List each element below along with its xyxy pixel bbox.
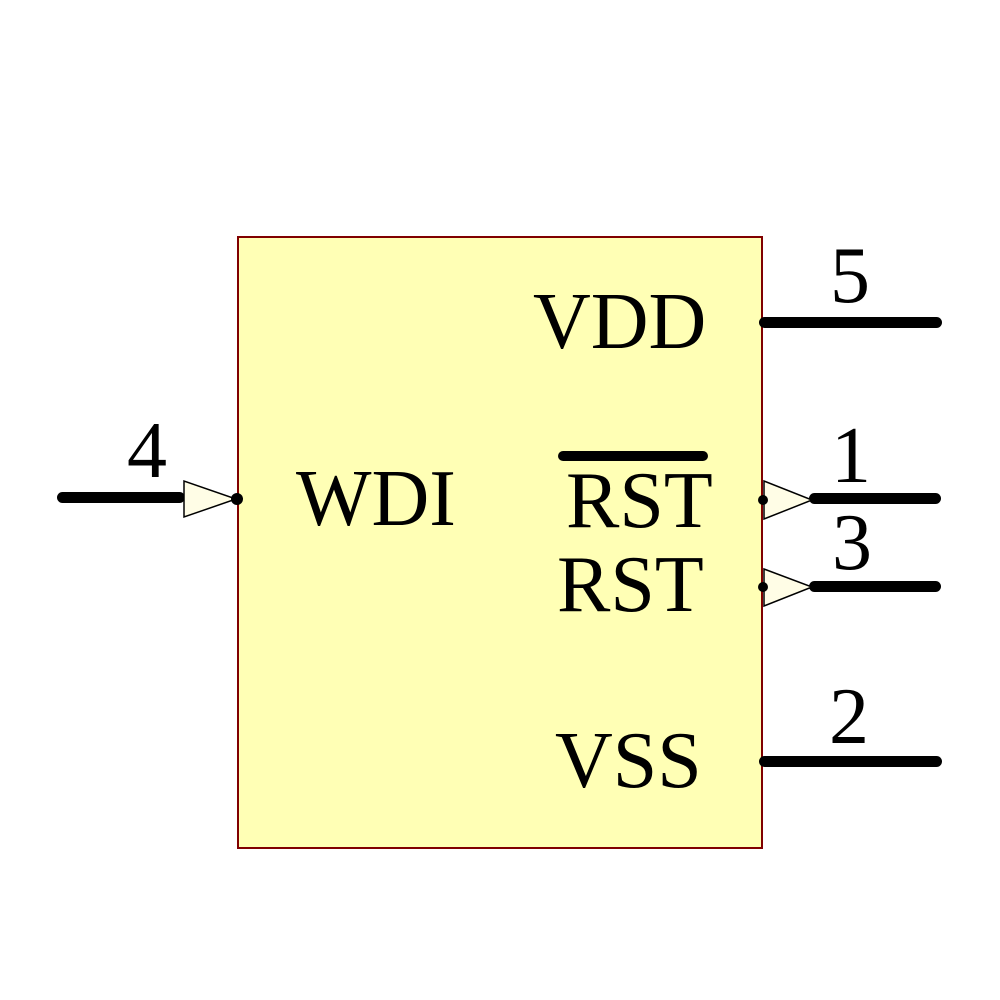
output-triangle-icon — [763, 567, 815, 608]
pin-number-4: 4 — [127, 407, 167, 495]
input-triangle-icon — [183, 479, 239, 519]
pin-wire-1-rst-n[interactable] — [809, 493, 941, 504]
pin-wire-2-vss[interactable] — [759, 756, 942, 767]
pin-label-rst-active-low: RST — [566, 457, 713, 545]
rst-overline-bar — [558, 451, 708, 461]
pin-number-5: 5 — [830, 232, 870, 320]
output-triangle-icon — [763, 479, 815, 521]
pin-wire-4-wdi[interactable] — [57, 492, 185, 503]
pin-number-2: 2 — [829, 673, 869, 761]
pin-label-rst: RST — [557, 541, 704, 629]
pin-label-vss: VSS — [555, 717, 702, 805]
pin-wire-3-rst[interactable] — [809, 581, 941, 592]
pin-number-1: 1 — [831, 412, 871, 500]
pin-label-vdd: VDD — [533, 278, 707, 366]
pin-wire-5-vdd[interactable] — [759, 317, 942, 328]
pin-label-wdi: WDI — [296, 455, 456, 543]
ic-body[interactable] — [237, 236, 763, 849]
pin-number-3: 3 — [832, 499, 872, 587]
